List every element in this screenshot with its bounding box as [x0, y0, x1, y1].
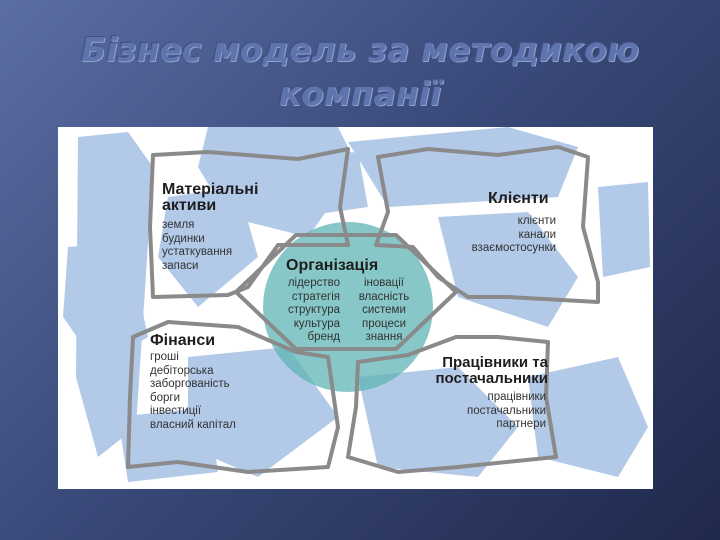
slide-title: Бізнес модель за методикою компанії — [40, 28, 680, 116]
business-model-diagram: Матеріальні активи земля будинки устатку… — [58, 127, 653, 489]
workers-frame — [346, 335, 558, 474]
slide-title-line-2: компанії — [278, 74, 442, 113]
list-item: стратегія — [291, 290, 340, 303]
list-item: будинки — [162, 232, 205, 245]
workers-title-line-1: Працівники та — [442, 354, 548, 371]
frame-outlines — [126, 145, 600, 474]
list-item: заборгованість — [150, 378, 230, 390]
material-assets-list: земля будинки устаткування запаси — [162, 219, 232, 273]
finance-list: гроші дебіторська заборгованість борги і… — [150, 351, 236, 432]
list-item: лідерство — [287, 277, 340, 289]
list-item: культура — [293, 317, 340, 330]
list-item: власний капітал — [150, 418, 236, 431]
list-item: бренд — [307, 331, 340, 343]
list-item: взаємостосунки — [471, 242, 556, 254]
list-item: власність — [358, 290, 410, 303]
organization-left-list: лідерство стратегія структура культура б… — [256, 277, 340, 345]
list-item: гроші — [150, 351, 179, 363]
workers-list: працівники постачальники партнери — [418, 391, 546, 432]
material-assets-frame — [148, 147, 350, 299]
list-item: клієнти — [517, 215, 556, 227]
list-item: борги — [150, 391, 180, 404]
list-item: партнери — [496, 418, 546, 430]
slide-title-line-1: Бізнес модель за методикою — [80, 30, 640, 69]
clients-title: Клієнти — [488, 190, 549, 207]
list-item: працівники — [487, 391, 547, 403]
material-assets-title-line-1: Матеріальні — [162, 181, 259, 198]
list-item: знання — [365, 331, 403, 343]
diagram-artwork — [63, 127, 650, 482]
list-item: процеси — [361, 317, 407, 330]
clients-frame — [374, 145, 600, 304]
organization-title: Організація — [286, 257, 379, 274]
list-item: запаси — [162, 259, 199, 272]
list-item: структура — [287, 304, 340, 316]
list-item: іновації — [363, 277, 404, 289]
brush-strokes-decoration — [63, 127, 650, 482]
clients-list: клієнти канали взаємостосунки — [456, 215, 556, 256]
workers-title-line-2: постачальники — [435, 370, 549, 387]
list-item: земля — [162, 219, 195, 231]
list-item: устаткування — [162, 246, 233, 258]
material-assets-title: Матеріальні активи — [162, 182, 258, 214]
material-assets-title-line-2: активи — [162, 197, 217, 214]
list-item: дебіторська — [150, 364, 214, 377]
workers-title: Працівники та постачальники — [398, 354, 549, 387]
list-item: системи — [362, 304, 406, 316]
finance-frame — [126, 320, 340, 474]
list-item: канали — [518, 228, 556, 241]
organization-right-list: іновації власність системи процеси знанн… — [346, 277, 422, 345]
finance-title: Фінанси — [150, 332, 216, 349]
list-item: інвестиції — [150, 405, 202, 417]
list-item: постачальники — [467, 404, 546, 417]
organization-frame — [234, 233, 458, 351]
